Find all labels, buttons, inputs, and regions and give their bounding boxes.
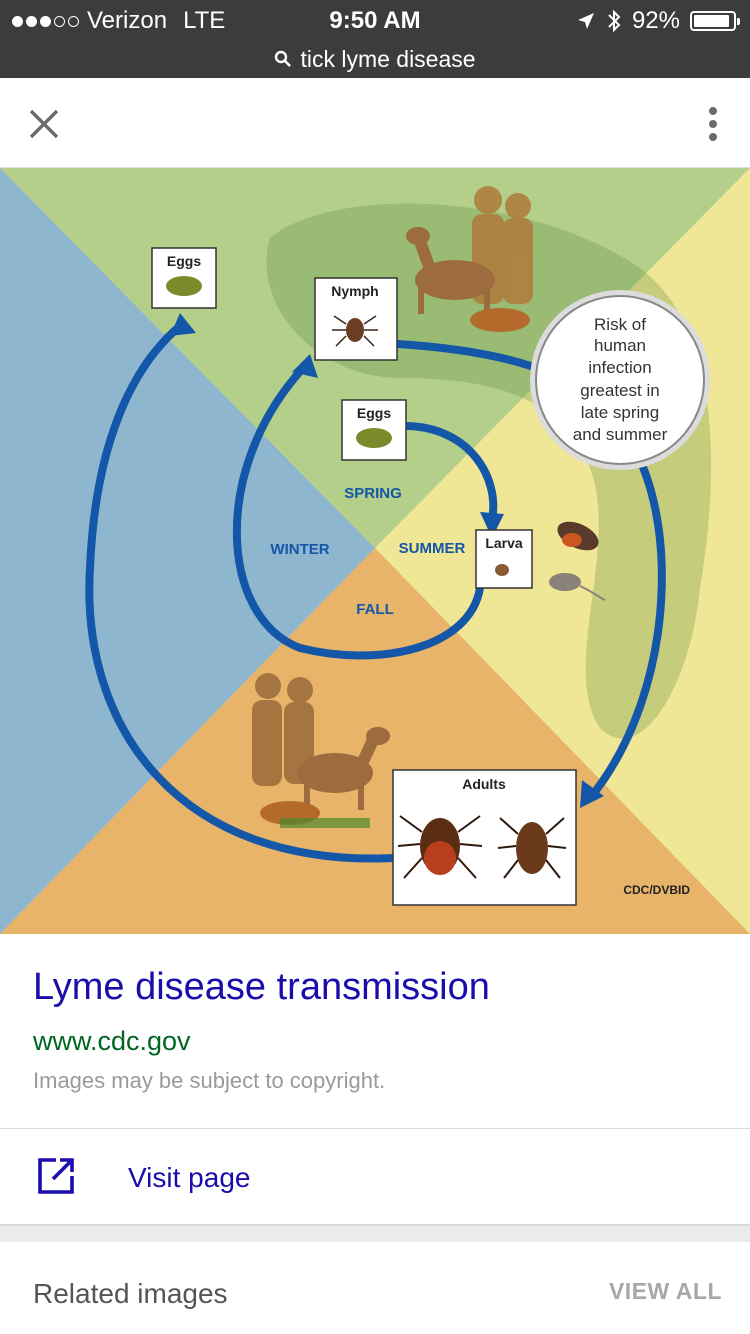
- risk-line-1: Risk of: [594, 315, 646, 334]
- risk-line-3: infection: [588, 358, 651, 377]
- eggs-top-box: Eggs: [151, 247, 217, 309]
- result-info-card: Lyme disease transmission www.cdc.gov Im…: [0, 934, 750, 1224]
- result-title-link[interactable]: Lyme disease transmission: [33, 966, 490, 1008]
- close-button[interactable]: [22, 102, 66, 146]
- summer-label: SUMMER: [399, 540, 466, 557]
- status-bar: Verizon LTE 9:50 AM 92%: [0, 0, 750, 40]
- visit-page-link[interactable]: Visit page: [128, 1162, 251, 1193]
- bird: [557, 521, 599, 551]
- divider: [0, 1128, 750, 1129]
- status-indicators: 92%: [576, 7, 740, 35]
- fox-spring: [470, 308, 530, 332]
- signal-strength-icon: [12, 15, 79, 27]
- more-options-button[interactable]: [698, 102, 728, 146]
- eggs-top-label: Eggs: [167, 253, 201, 269]
- adults-box: Adults: [392, 769, 577, 906]
- carrier-name: Verizon: [87, 7, 168, 34]
- search-url-bar[interactable]: tick lyme disease: [0, 40, 750, 78]
- status-time: 9:50 AM: [329, 7, 421, 34]
- image-credit: CDC/DVBID: [623, 883, 690, 897]
- search-icon: [275, 50, 292, 67]
- risk-line-4: greatest in: [580, 381, 659, 400]
- risk-line-5: late spring: [581, 403, 659, 422]
- nymph-box: Nymph: [314, 277, 398, 361]
- bluetooth-icon: [608, 9, 621, 33]
- eggs-center-box: Eggs: [341, 399, 407, 461]
- spring-label: SPRING: [344, 485, 402, 502]
- winter-quadrant: [0, 168, 375, 934]
- location-arrow-icon: [577, 13, 594, 29]
- related-images-section: Related images VIEW ALL: [0, 1242, 750, 1334]
- winter-label: WINTER: [270, 541, 329, 558]
- result-source-url[interactable]: www.cdc.gov: [33, 1026, 191, 1056]
- lyme-lifecycle-diagram: Eggs Nymph Eggs Larva Ad: [0, 168, 750, 934]
- view-all-button[interactable]: VIEW ALL: [608, 1278, 722, 1304]
- fall-label: FALL: [356, 601, 394, 618]
- network-type: LTE: [183, 7, 226, 34]
- copyright-note: Images may be subject to copyright.: [33, 1068, 386, 1093]
- search-query: tick lyme disease: [300, 45, 476, 72]
- deer-spring: [406, 227, 495, 314]
- result-image[interactable]: Eggs Nymph Eggs Larva Ad: [0, 168, 750, 934]
- risk-line-2: human: [594, 336, 646, 355]
- risk-line-6: and summer: [573, 425, 668, 444]
- close-icon: [29, 109, 59, 139]
- carrier-info: Verizon LTE: [12, 7, 225, 35]
- deer-fall: [297, 727, 390, 810]
- more-vert-icon: [709, 107, 717, 141]
- battery-percent: 92%: [631, 7, 680, 34]
- risk-callout: Risk of human infection greatest in late…: [530, 290, 710, 470]
- nymph-label: Nymph: [331, 283, 378, 299]
- related-images-title: Related images: [33, 1278, 228, 1309]
- open-in-new-icon[interactable]: [36, 1156, 76, 1196]
- larva-label: Larva: [485, 535, 523, 551]
- image-viewer-toolbar: [0, 78, 750, 168]
- eggs-center-label: Eggs: [357, 405, 391, 421]
- larva-box: Larva: [475, 529, 533, 589]
- mouse: [549, 573, 606, 601]
- battery-icon: [690, 11, 740, 31]
- adults-label: Adults: [462, 776, 506, 792]
